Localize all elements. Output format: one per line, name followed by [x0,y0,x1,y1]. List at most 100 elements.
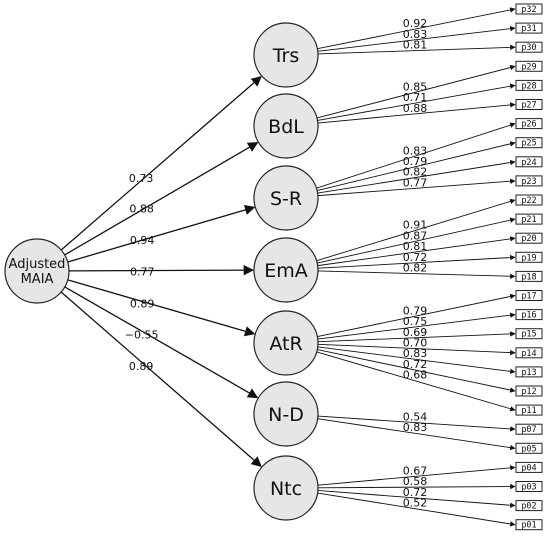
item-loading-label: 0.67 [403,464,428,477]
factor-label: Trs [272,45,300,67]
item-arrow [317,159,516,194]
item-arrow [317,346,516,374]
item-loading-label: 0.71 [403,91,428,104]
item-label: p23 [521,177,536,187]
item-box [515,99,543,110]
item-box [515,251,543,263]
item-arrow [317,418,516,451]
item-arrow [317,492,516,527]
item-box [515,175,543,187]
item-label: p11 [521,406,536,416]
factor-node-circle [253,310,319,376]
factor-node-circle [253,22,319,88]
item-label: p18 [521,272,536,282]
path-arrow [67,204,256,263]
item-box [515,347,543,359]
item-arrow [317,415,516,432]
item-loading-label: 0.77 [403,176,428,189]
factor-label: BdL [268,116,304,138]
factor-node-circle [253,381,319,447]
item-box [515,366,543,378]
path-arrow [60,291,262,468]
item-arrow [317,102,516,124]
item-label: p14 [521,349,536,359]
item-arrow [317,254,516,269]
item-box [515,500,543,512]
item-label: p05 [521,444,536,454]
item-loading-label: 0.83 [403,28,428,41]
factor-node-circle [253,165,319,231]
path-arrow [68,264,255,276]
item-label: p04 [521,463,536,473]
item-box [515,328,543,340]
path-loading-label: 0.73 [129,172,154,185]
factor-node-circle [253,237,319,303]
path-loading-label: −0.55 [125,328,159,341]
item-label: p19 [521,253,536,263]
item-label: p01 [521,521,536,531]
item-loading-label: 0.72 [403,251,428,264]
item-arrow [317,83,516,121]
item-box [515,461,543,473]
item-label: p07 [521,425,536,435]
item-loading-label: 0.69 [403,326,428,339]
item-box [515,3,543,15]
item-loading-label: 0.72 [403,486,428,499]
item-arrow [317,465,516,486]
item-arrow [317,483,516,490]
item-loading-label: 0.81 [403,240,428,253]
item-loading-label: 0.81 [403,39,428,52]
item-arrow [317,44,516,55]
item-box [515,60,543,72]
item-box [515,79,543,91]
item-loading-label: 0.82 [403,262,428,275]
path-loading-label: 0.88 [129,203,154,216]
item-box [515,156,543,168]
item-box [515,404,543,416]
item-arrow [317,489,516,508]
item-loading-label: 0.87 [403,229,428,242]
root-label-line1: Adjusted [9,257,66,272]
item-arrow [317,343,516,356]
path-arrow [67,279,256,337]
path-loading-label: 0.94 [130,234,155,247]
item-arrow [317,141,516,191]
factor-node-circle [253,93,319,159]
item-loading-label: 0.52 [403,497,428,510]
item-loading-label: 0.83 [403,347,428,360]
item-arrow [317,312,516,340]
item-arrow [316,122,516,189]
item-arrow [316,198,516,262]
item-label: p21 [521,215,536,225]
nodes-layer: AdjustedMAIATrsp32p31p30BdLp29p28p27S-Rp… [4,3,543,531]
item-label: p28 [521,81,536,91]
item-arrow [317,217,516,264]
item-arrow [317,25,516,52]
item-loading-label: 0.88 [403,102,428,115]
item-label: p32 [521,5,536,15]
item-label: p26 [521,120,536,130]
item-arrow [317,178,516,197]
factor-label: EmA [264,260,308,282]
edges-layer: 0.730.920.830.810.880.850.710.880.940.83… [60,7,516,527]
path-loading-label: 0.89 [129,360,154,373]
item-label: p31 [521,24,536,34]
item-loading-label: 0.70 [403,336,428,349]
item-label: p30 [521,43,536,53]
item-arrow [316,351,516,412]
item-loading-label: 0.54 [403,411,428,424]
item-label: p27 [521,101,536,111]
item-box [515,442,543,454]
path-loading-label: 0.77 [130,266,155,279]
item-box [515,41,543,53]
item-arrow [317,293,516,337]
item-label: p03 [521,483,536,493]
item-box [515,22,543,34]
item-label: p15 [521,330,536,340]
item-box [515,194,543,206]
item-arrow [317,7,516,50]
factor-label: S-R [270,188,302,210]
item-loading-label: 0.79 [403,304,428,317]
path-loading-label: 0.89 [130,298,155,311]
